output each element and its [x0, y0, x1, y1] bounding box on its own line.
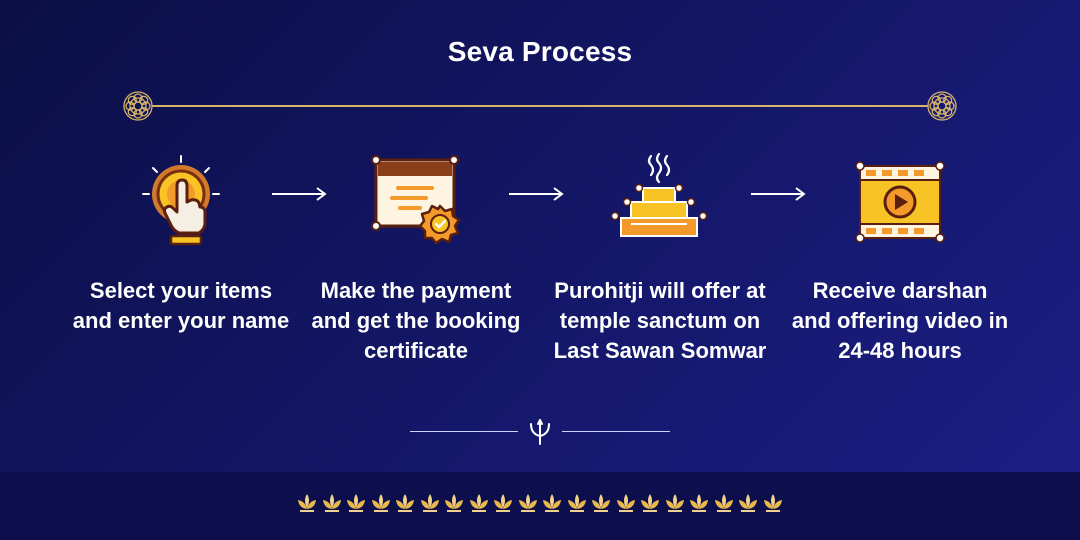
arrow-right-icon: [272, 187, 327, 201]
temple-offering-icon: [610, 152, 707, 237]
lotus-icon: [322, 494, 341, 512]
lotus-icon: [641, 494, 660, 512]
top-divider: [122, 90, 958, 122]
lotus-icon: [665, 494, 684, 512]
lotus-icon: [739, 494, 758, 512]
lotus-icon: [298, 494, 316, 512]
lotus-icon: [445, 494, 464, 512]
step-4-text: Receive darshan and offering video in 24…: [791, 278, 1009, 363]
divider-line: [410, 431, 518, 432]
certificate-icon: [371, 155, 461, 245]
arrow-right-icon: [509, 187, 564, 201]
lotus-icon: [494, 494, 513, 512]
lotus-icon: [371, 494, 390, 512]
mandala-icon: [123, 91, 153, 121]
divider-line: [152, 105, 928, 107]
lotus-icon: [420, 494, 439, 512]
trident-icon: [530, 419, 550, 445]
lotus-icon: [567, 494, 586, 512]
arrow-right-icon: [751, 187, 806, 201]
lotus-icon: [714, 494, 733, 512]
lotus-icon: [543, 494, 562, 512]
lotus-icon: [763, 494, 782, 512]
step-1-text: Select your items and enter your name: [72, 278, 290, 333]
lotus-icon: [518, 494, 537, 512]
divider-line: [562, 431, 670, 432]
lotus-icon: [396, 494, 415, 512]
lotus-row: [296, 492, 784, 516]
lotus-icon: [469, 494, 488, 512]
bottom-divider: [410, 418, 670, 446]
mandala-icon: [927, 91, 957, 121]
step-3-text: Purohitji will offer at temple sanctum o…: [553, 278, 767, 363]
lotus-icon: [616, 494, 635, 512]
lotus-icon: [592, 494, 611, 512]
tap-hand-icon: [142, 155, 220, 246]
lotus-icon: [347, 494, 366, 512]
footer-band: [0, 472, 1080, 540]
video-icon: [855, 161, 945, 243]
page-title: Seva Process: [447, 36, 633, 67]
step-2-text: Make the payment and get the booking cer…: [311, 278, 521, 363]
lotus-icon: [690, 494, 709, 512]
